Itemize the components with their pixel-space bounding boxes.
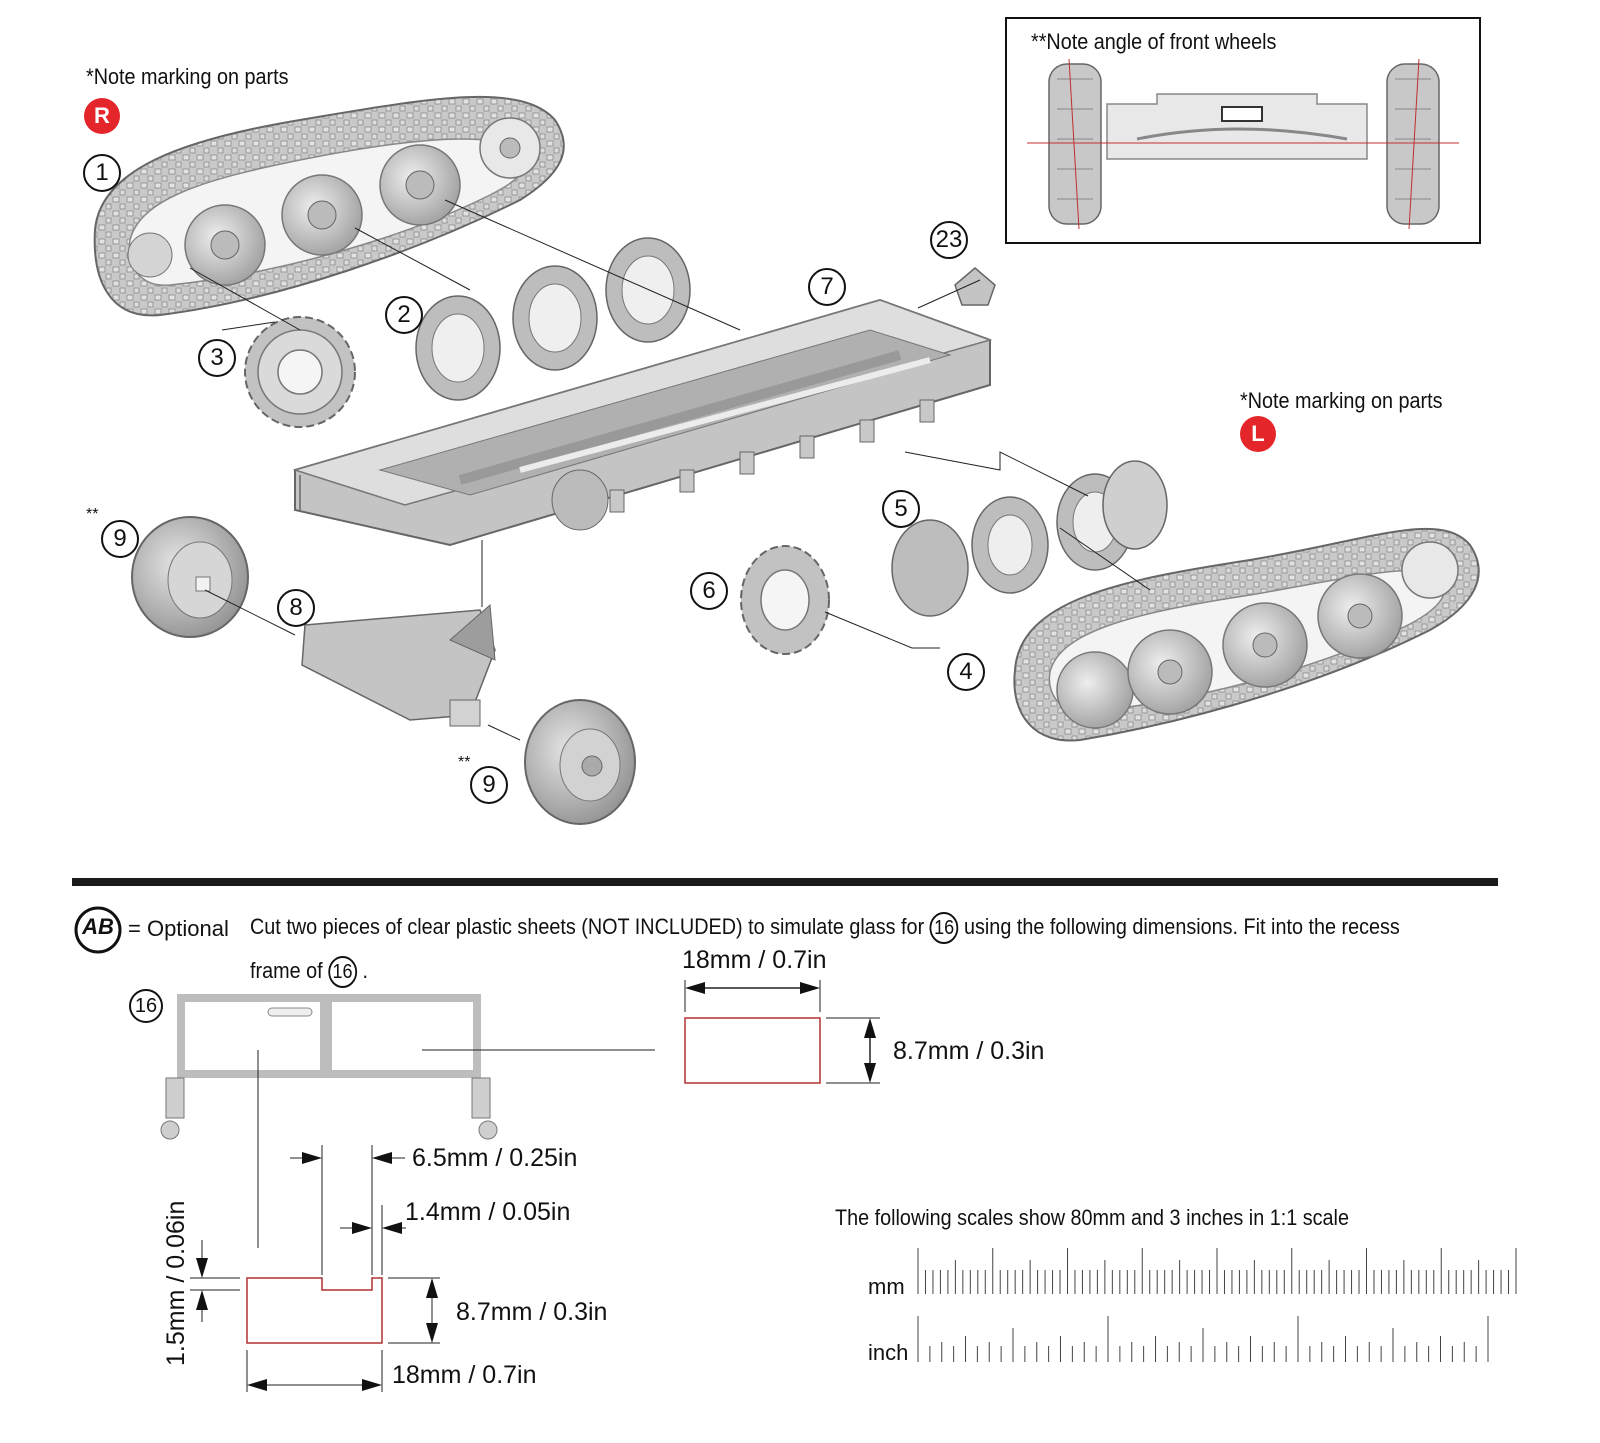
instruction-line-2: frame of 16 .	[250, 956, 368, 988]
dim-shape-height: 8.7mm / 0.3in	[456, 1298, 608, 1326]
scale-inch-label: inch	[868, 1340, 909, 1365]
part-number-1: 1	[83, 154, 121, 192]
inch-ruler	[917, 1316, 1489, 1362]
assembly-diagram	[93, 95, 1480, 825]
part-number-5: 5	[882, 490, 920, 528]
section-divider	[72, 878, 1498, 886]
part-number-2: 2	[385, 296, 423, 334]
mm-ruler	[917, 1248, 1517, 1294]
part-number-4: 4	[947, 653, 985, 691]
scale-caption: The following scales show 80mm and 3 inc…	[835, 1205, 1349, 1230]
part-number-3: 3	[198, 339, 236, 377]
dim-shape-width: 18mm / 0.7in	[392, 1361, 537, 1389]
bracket-part-23	[954, 267, 996, 306]
wheel-group-part-5	[891, 460, 1168, 617]
wheel-group-part-2	[415, 237, 691, 401]
scale-mm-label: mm	[868, 1274, 905, 1299]
glass-piece-notched	[190, 1145, 440, 1392]
instruction-text-2a: frame of	[250, 957, 323, 983]
part-number-23: 23	[930, 221, 968, 259]
note-marking-right: *Note marking on parts	[86, 64, 289, 89]
instruction-text-1b: using the following dimensions. Fit into…	[963, 913, 1400, 939]
optional-label: = Optional	[128, 916, 229, 941]
front-axle-view	[1027, 58, 1459, 230]
track-right	[93, 95, 565, 317]
instruction-part-ref-2: 16	[328, 956, 357, 988]
frame-part-16	[160, 994, 498, 1140]
assembly-lines	[189, 199, 1151, 741]
front-wheel-part-9-a	[131, 516, 249, 638]
dim-notch-offset: 1.4mm / 0.05in	[405, 1198, 571, 1226]
glass-piece-rect	[684, 980, 880, 1084]
badge-l: L	[1240, 416, 1276, 452]
front-axle-part-8	[301, 603, 496, 727]
optional-symbol: AB	[82, 914, 114, 939]
dim-notch-width: 6.5mm / 0.25in	[412, 1144, 578, 1172]
instruction-part-ref-1: 16	[929, 912, 959, 944]
note-marking-left: *Note marking on parts	[1240, 388, 1443, 413]
part-number-9-b: 9	[470, 766, 508, 804]
dim-rect-width: 18mm / 0.7in	[682, 946, 827, 974]
badge-r: R	[84, 98, 120, 134]
dim-rect-height: 8.7mm / 0.3in	[893, 1037, 1045, 1065]
front-wheel-angle-inset: **Note angle of front wheels	[1005, 17, 1481, 244]
dim-notch-depth: 1.5mm / 0.06in	[162, 1200, 190, 1366]
front-wheel-part-9-b	[524, 699, 636, 825]
sprocket-part-6	[740, 545, 830, 655]
double-star-b: **	[458, 754, 471, 771]
instruction-text-2b: .	[362, 957, 368, 983]
instruction-line-1: Cut two pieces of clear plastic sheets (…	[250, 912, 1400, 944]
instruction-text-1a: Cut two pieces of clear plastic sheets (…	[250, 913, 925, 939]
part-number-7: 7	[808, 268, 846, 306]
scale-rulers	[917, 1248, 1517, 1362]
double-star-a: **	[86, 506, 99, 523]
part-number-16: 16	[129, 989, 163, 1023]
part-number-9-a: 9	[101, 520, 139, 558]
track-left	[1013, 527, 1480, 742]
part-number-6: 6	[690, 572, 728, 610]
chassis-part-7	[292, 298, 993, 547]
sprocket-part-3	[244, 316, 356, 428]
note-front-wheels: **Note angle of front wheels	[1031, 29, 1277, 54]
part-number-8: 8	[277, 589, 315, 627]
